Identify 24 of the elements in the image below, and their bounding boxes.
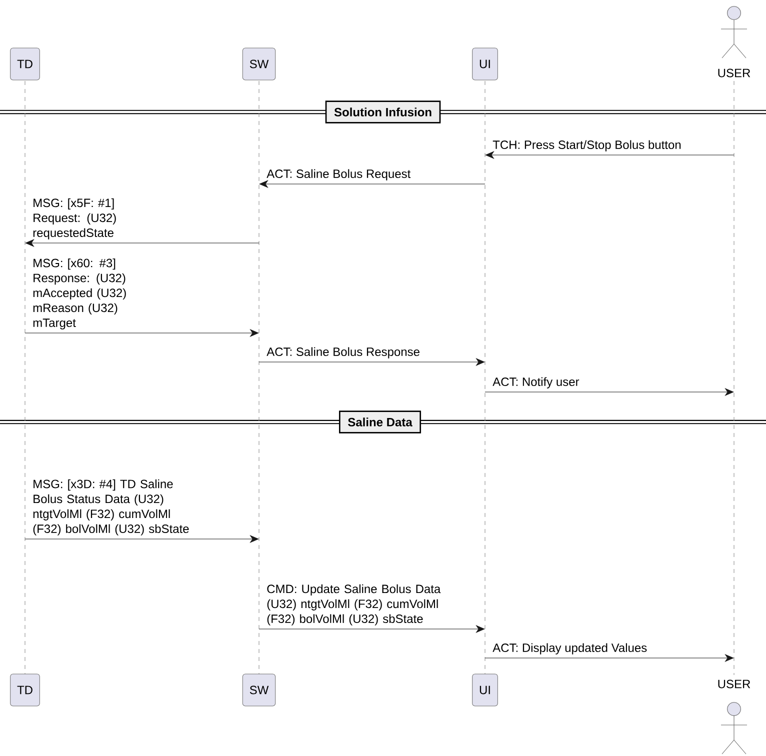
participant-box: UI (472, 674, 498, 706)
message-label: MSG: [x3D: #4] TD Saline Bolus Status Data (U32) ntgtVolMl (F32) cumVolMl (F32) bolVolMl (U32) sbState (33, 479, 189, 536)
message-label: MSG: [x5F: #1] Request: (U32) requestedState (33, 198, 116, 240)
lifeline (258, 80, 260, 676)
participant-box: TD (10, 674, 40, 706)
actor-figure: USER (718, 680, 750, 754)
message-label: ACT: Display updated Values (492, 643, 647, 654)
message-label: MSG: [x60: #3] Response: (U32) mAccepted (U32) mReason (U32) mTarget (33, 258, 126, 330)
node-label: USER (718, 68, 750, 78)
participant-box: SW (242, 674, 276, 706)
section-label: Saline Data (339, 410, 422, 434)
message-label: ACT: Notify user (492, 377, 580, 388)
message-label: ACT: Saline Bolus Response (266, 347, 420, 358)
node-label: USER (718, 680, 750, 688)
lifeline (484, 80, 486, 676)
message-label: TCH: Press Start/Stop Bolus button (492, 140, 681, 152)
message-label: ACT: Saline Bolus Request (266, 169, 411, 180)
actor-figure: USER (718, 6, 750, 78)
participant-box: UI (472, 48, 498, 80)
message-label: CMD: Update Saline Bolus Data (U32) ntgtVolMl (F32) cumVolMl (F32) bolVolMl (U32) sbState (267, 584, 441, 626)
participant-box: TD (10, 48, 40, 80)
participant-box: SW (242, 48, 276, 80)
section-label: Solution Infusion (325, 100, 441, 124)
lifeline (24, 80, 26, 676)
